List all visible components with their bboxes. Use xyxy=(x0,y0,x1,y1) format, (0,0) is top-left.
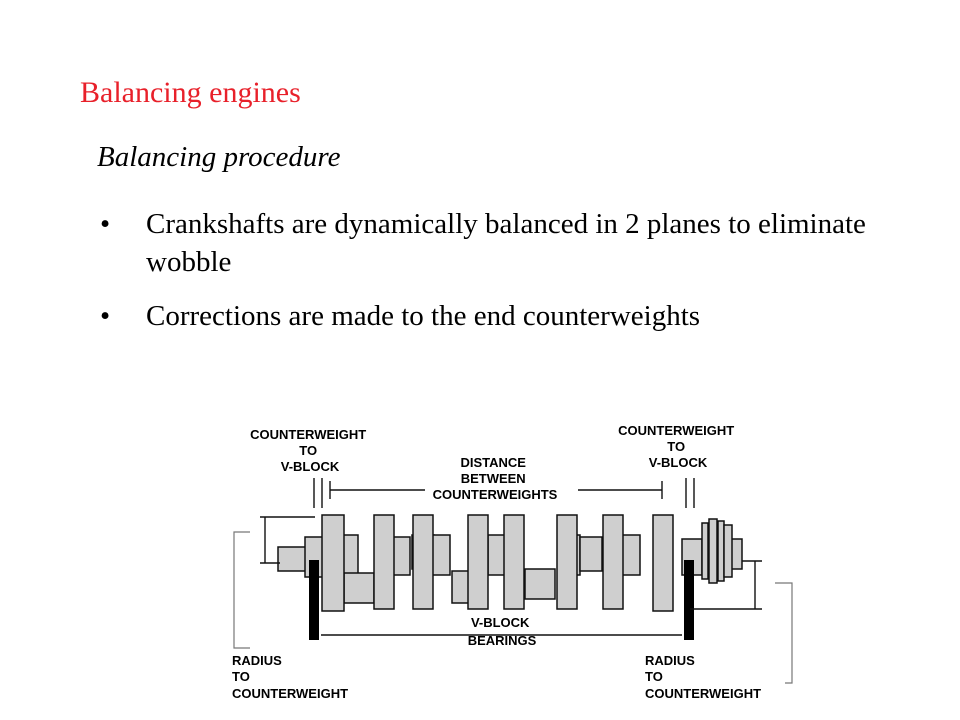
label-radius-left: RADIUS TO COUNTERWEIGHT xyxy=(232,653,348,701)
counterweight xyxy=(321,514,345,612)
counterweight xyxy=(373,514,395,610)
counterweight xyxy=(412,514,434,610)
bullet-dot-icon: • xyxy=(100,300,111,332)
label-cw-to-vblock-right: COUNTERWEIGHT TO V-BLOCK xyxy=(618,423,738,470)
flange-collar xyxy=(717,520,725,582)
main-journal xyxy=(621,534,641,576)
bullet-dot-icon: • xyxy=(100,208,111,240)
radius-right-leader xyxy=(775,582,793,684)
flange-collar xyxy=(708,518,718,584)
bullet-item: • Corrections are made to the end counte… xyxy=(100,297,900,335)
counterweight xyxy=(556,514,578,610)
bullet-list: • Crankshafts are dynamically balanced i… xyxy=(100,205,900,335)
counterweight xyxy=(503,514,525,610)
counterweight xyxy=(467,514,489,610)
label-radius-right: RADIUS TO COUNTERWEIGHT xyxy=(645,653,761,701)
bullet-text: Corrections are made to the end counterw… xyxy=(146,300,701,332)
label-cw-to-vblock-left: COUNTERWEIGHT TO V-BLOCK xyxy=(250,427,370,474)
bullet-text: Crankshafts are dynamically balanced in … xyxy=(146,208,866,278)
slide-title: Balancing engines xyxy=(80,76,301,109)
flange-collar xyxy=(723,524,733,578)
counterweight xyxy=(602,514,624,610)
main-journal xyxy=(431,534,451,576)
label-vblock-bearings: V-BLOCK BEARINGS xyxy=(468,615,537,648)
crank-pin xyxy=(343,572,375,604)
crank-pin xyxy=(579,536,603,572)
flange-collar xyxy=(701,522,709,580)
shaft-left-stub xyxy=(277,546,309,572)
counterweight xyxy=(652,514,674,612)
radius-left-leader xyxy=(233,531,250,649)
crank-pin xyxy=(524,568,556,600)
v-block-bearing-right xyxy=(684,560,694,640)
slide-subtitle: Balancing procedure xyxy=(97,141,341,173)
crankshaft-diagram: COUNTERWEIGHT TO V-BLOCK DISTANCE BETWEE… xyxy=(232,423,793,701)
label-distance-between: DISTANCE BETWEEN COUNTERWEIGHTS xyxy=(433,455,558,502)
bullet-item: • Crankshafts are dynamically balanced i… xyxy=(100,205,900,281)
v-block-bearing-left xyxy=(309,560,319,640)
